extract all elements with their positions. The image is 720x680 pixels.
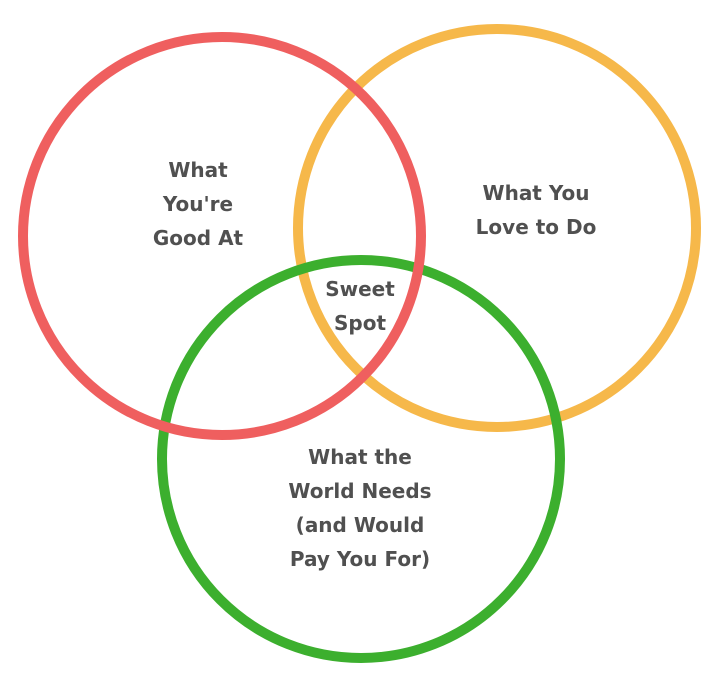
label-sweet-spot: Sweet Spot <box>325 272 395 340</box>
label-world-needs: What the World Needs (and Would Pay You … <box>288 440 431 576</box>
label-line: Love to Do <box>475 215 597 239</box>
label-line: Pay You For) <box>289 547 431 571</box>
label-line: What You <box>482 181 590 205</box>
label-line: (and Would <box>295 513 425 537</box>
label-good-at: What You're Good At <box>153 153 243 255</box>
label-line: Sweet <box>325 277 395 301</box>
circle-world-needs <box>157 255 565 663</box>
label-line: You're <box>162 192 234 216</box>
label-line: Spot <box>333 311 387 335</box>
label-line: What the <box>308 445 412 469</box>
label-line: Good At <box>152 226 244 250</box>
label-love-to-do: What You Love to Do <box>476 176 597 244</box>
label-line: World Needs <box>288 479 432 503</box>
circle-good-at <box>18 32 426 440</box>
label-line: What <box>168 158 228 182</box>
circle-love-to-do <box>293 24 701 432</box>
